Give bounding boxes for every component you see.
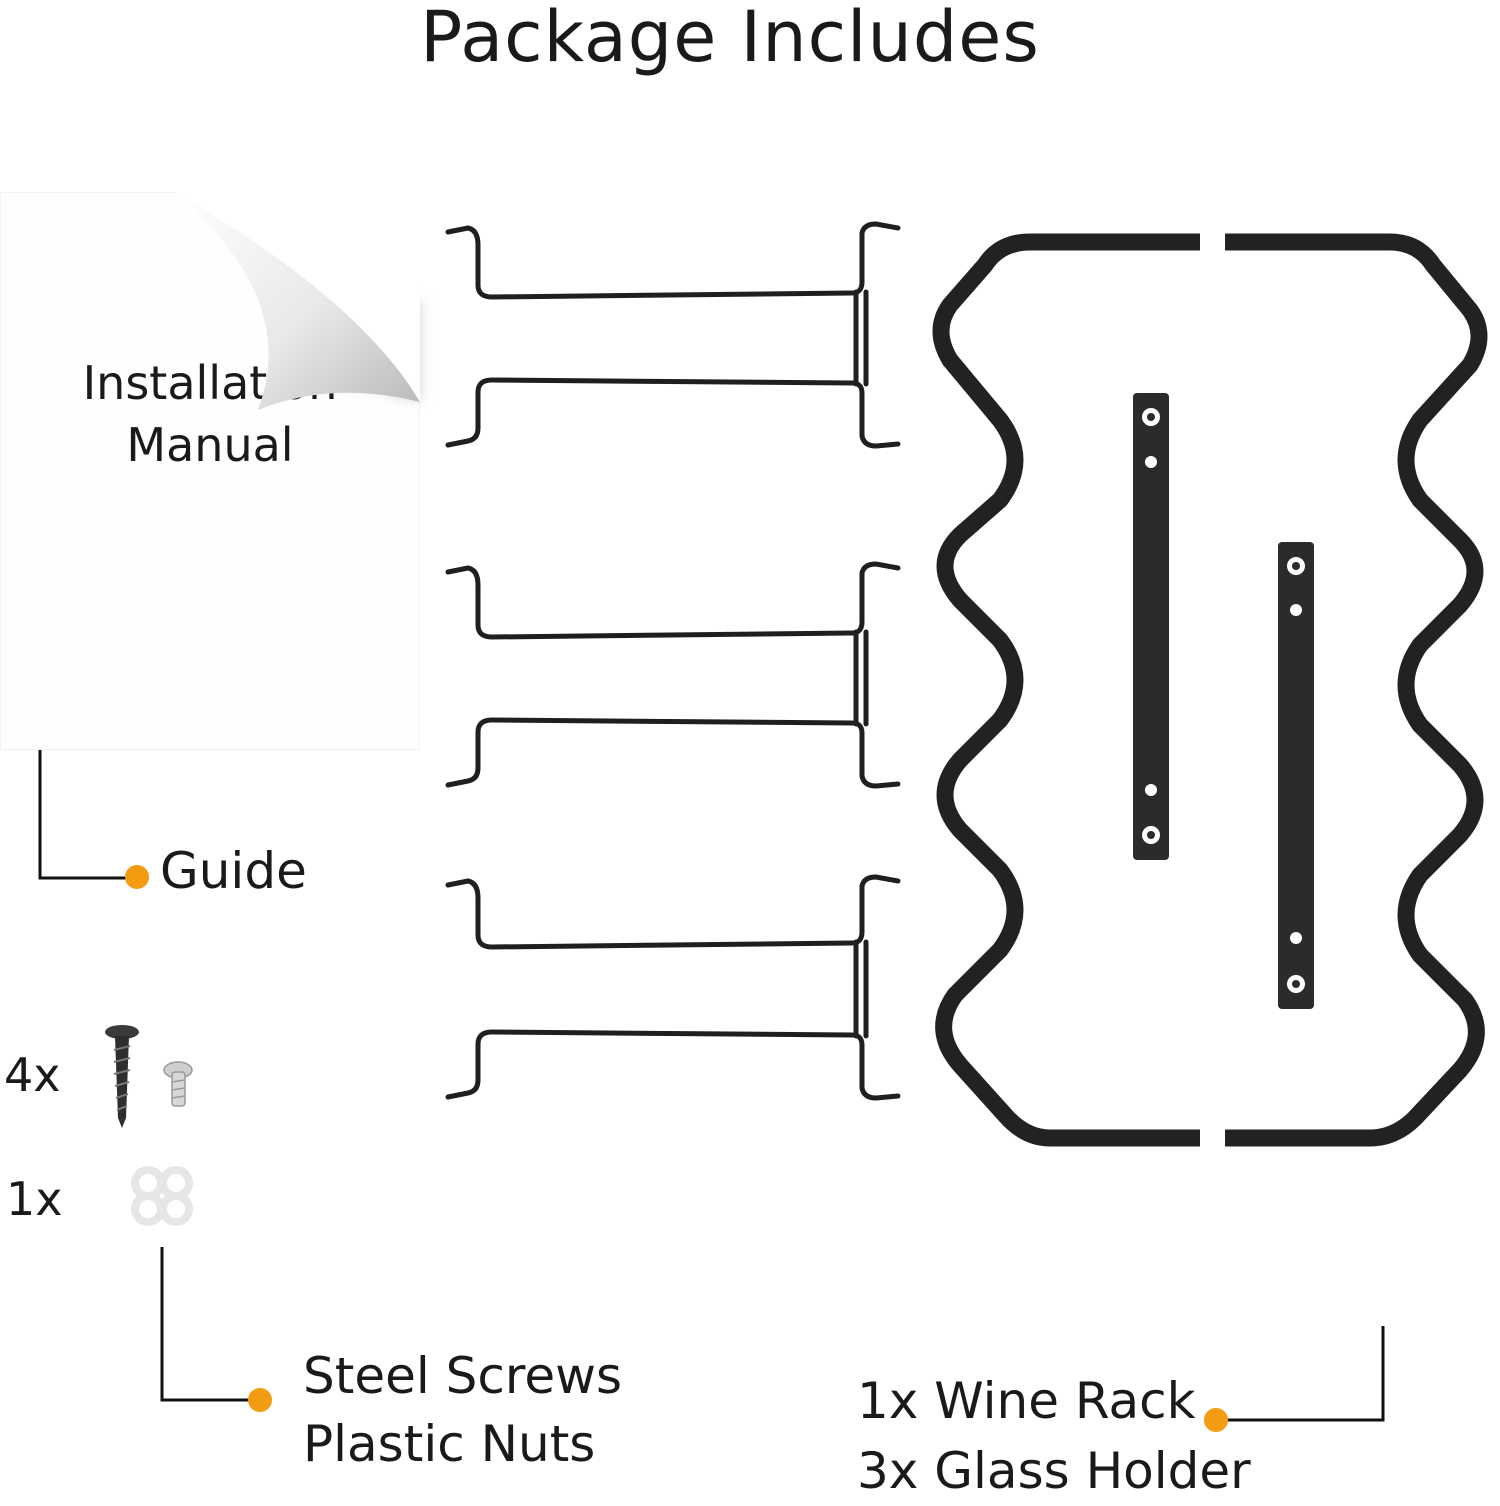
guide-dot bbox=[125, 865, 149, 889]
steel-screw-icon bbox=[163, 1061, 193, 1107]
rack-label: 1x Wine Rack 3x Glass Holder bbox=[857, 1366, 1251, 1506]
glass-holder bbox=[445, 221, 901, 449]
manual-label-line2: Manual bbox=[126, 418, 294, 472]
wine-rack-frame bbox=[932, 233, 1488, 1147]
glass-holder bbox=[445, 874, 901, 1101]
rack-label-line1: 1x Wine Rack bbox=[857, 1372, 1196, 1430]
hardware-dot bbox=[248, 1388, 272, 1412]
screw-icon bbox=[105, 1025, 139, 1128]
hardware-label-line1: Steel Screws bbox=[303, 1347, 623, 1405]
rack-label-line2: 3x Glass Holder bbox=[857, 1442, 1251, 1500]
guide-label: Guide bbox=[160, 842, 307, 900]
mounting-bracket bbox=[1133, 393, 1169, 860]
page-title: Package Includes bbox=[420, 0, 1040, 78]
glass-holder bbox=[445, 561, 901, 789]
mounting-bracket bbox=[1278, 542, 1314, 1009]
guide-leader-line bbox=[38, 750, 135, 880]
page-curl-icon bbox=[175, 192, 420, 410]
plastic-nuts-icon bbox=[131, 1166, 193, 1226]
screw-count-label: 4x bbox=[4, 1048, 61, 1102]
nut-count-label: 1x bbox=[6, 1172, 63, 1226]
rack-dot bbox=[1204, 1408, 1228, 1432]
rack-leader-line bbox=[1220, 1326, 1385, 1422]
hardware-label-line2: Plastic Nuts bbox=[303, 1415, 596, 1473]
hardware-label: Steel Screws Plastic Nuts bbox=[303, 1342, 622, 1478]
hardware-leader-line bbox=[160, 1247, 256, 1402]
